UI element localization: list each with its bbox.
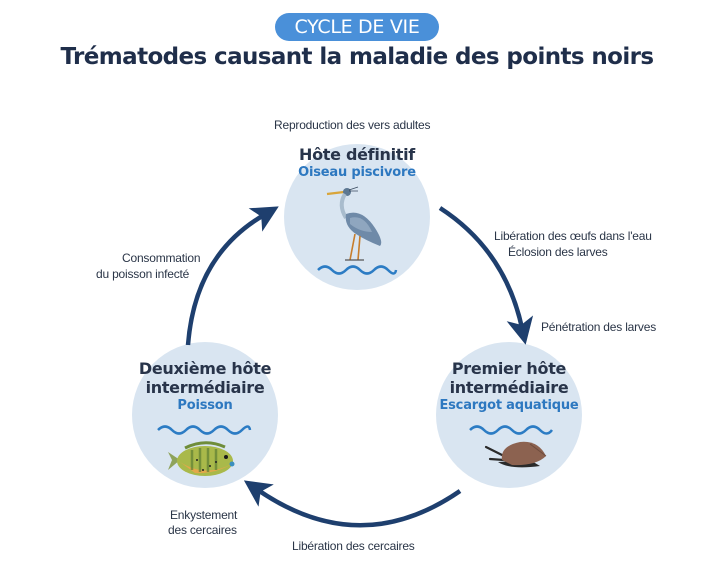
host-species: Poisson	[177, 398, 233, 413]
step-cercariae-release: Libération des cercaires	[292, 539, 415, 553]
snail-icon	[484, 441, 547, 468]
heron-icon	[326, 186, 382, 261]
step-consumption-2: du poisson infecté	[96, 267, 190, 281]
water-wave-icon	[317, 265, 398, 275]
water-wave-icon	[157, 425, 252, 435]
step-penetration: Pénétration des larves	[541, 320, 657, 334]
step-encystment-2: des cercaires	[168, 523, 237, 537]
cycle-badge: CYCLE DE VIE	[275, 13, 439, 41]
step-encystment-1: Enkystement	[170, 508, 238, 522]
first-intermediate-host-label: Premier hôte intermédiaire Escargot aqua…	[426, 359, 592, 414]
page-title: Trématodes causant la maladie des points…	[60, 44, 655, 70]
host-name-line1: Deuxième hôte	[138, 359, 272, 378]
host-species: Escargot aquatique	[439, 398, 579, 413]
host-species: Oiseau piscivore	[298, 165, 416, 180]
step-consumption-1: Consommation	[122, 251, 201, 265]
fish-icon	[168, 441, 235, 476]
step-reproduction: Reproduction des vers adultes	[274, 118, 431, 132]
host-name-line2: intermédiaire	[449, 378, 569, 397]
arrow-to-bird	[185, 206, 279, 346]
water-wave-icon	[469, 425, 554, 435]
host-name-line1: Premier hôte	[451, 359, 567, 378]
step-egg-release-1: Libération des œufs dans l'eau	[494, 229, 652, 243]
arrow-to-fish	[243, 480, 462, 528]
arrow-to-snail	[438, 206, 534, 345]
host-name-line2: intermédiaire	[145, 378, 265, 397]
second-intermediate-host-label: Deuxième hôte intermédiaire Poisson	[122, 359, 288, 414]
definitive-host-label: Hôte définitif Oiseau piscivore	[284, 145, 430, 181]
step-egg-release-2: Éclosion des larves	[508, 245, 608, 259]
host-name: Hôte définitif	[299, 145, 415, 164]
